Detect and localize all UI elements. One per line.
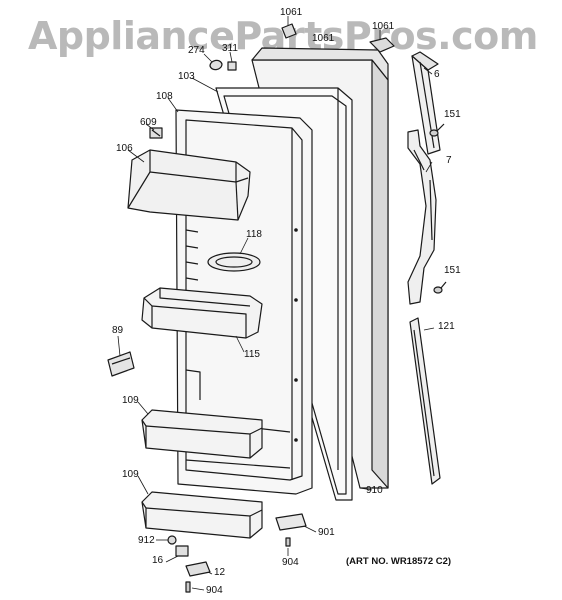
part-89 <box>107 351 135 377</box>
label-12: 12 <box>214 567 226 578</box>
label-16: 16 <box>152 555 164 566</box>
label-106: 106 <box>116 143 133 154</box>
part-609 <box>149 127 163 139</box>
label-904-b: 904 <box>206 585 223 596</box>
label-115: 115 <box>244 349 260 360</box>
label-89: 89 <box>112 325 124 336</box>
label-311: 311 <box>222 43 238 54</box>
label-108: 108 <box>156 91 173 102</box>
label-274: 274 <box>188 45 205 56</box>
dairy-compartment-106 <box>127 149 251 221</box>
label-1061-b: 1061 <box>372 21 395 32</box>
part-904b <box>185 581 191 593</box>
art-number: (ART NO. WR18572 C2) <box>346 556 452 567</box>
label-109-a: 109 <box>122 395 139 406</box>
part-274 <box>209 59 223 71</box>
handle-7 <box>407 129 437 305</box>
leader-lines <box>117 16 435 591</box>
shelf-bin-115 <box>141 287 263 339</box>
rail-121 <box>409 317 441 485</box>
label-912: 912 <box>138 535 155 546</box>
screw-151-upper <box>429 123 445 137</box>
label-118: 118 <box>246 229 262 240</box>
label-1061-c: 1061 <box>312 33 335 44</box>
label-910: 910 <box>366 485 383 496</box>
part-12 <box>185 561 211 577</box>
label-7: 7 <box>446 155 452 166</box>
label-904-a: 904 <box>282 557 299 568</box>
label-1061-a: 1061 <box>280 7 303 18</box>
label-609: 609 <box>140 117 157 128</box>
part-118 <box>207 252 261 272</box>
part-311 <box>227 61 237 71</box>
label-109-b: 109 <box>122 469 139 480</box>
label-151-a: 151 <box>444 109 461 120</box>
door-shelf-109-upper <box>141 409 263 459</box>
bracket-1061-top <box>281 23 395 53</box>
label-151-b: 151 <box>444 265 461 276</box>
part-901 <box>275 513 307 531</box>
door-shelf-109-lower <box>141 491 263 539</box>
part-912 <box>167 535 177 545</box>
screw-904 <box>285 537 291 547</box>
part-16 <box>175 545 189 557</box>
label-6: 6 <box>434 69 440 80</box>
label-121: 121 <box>438 321 455 332</box>
screw-151-lower <box>433 281 447 294</box>
label-901: 901 <box>318 527 335 538</box>
label-103: 103 <box>178 71 195 82</box>
